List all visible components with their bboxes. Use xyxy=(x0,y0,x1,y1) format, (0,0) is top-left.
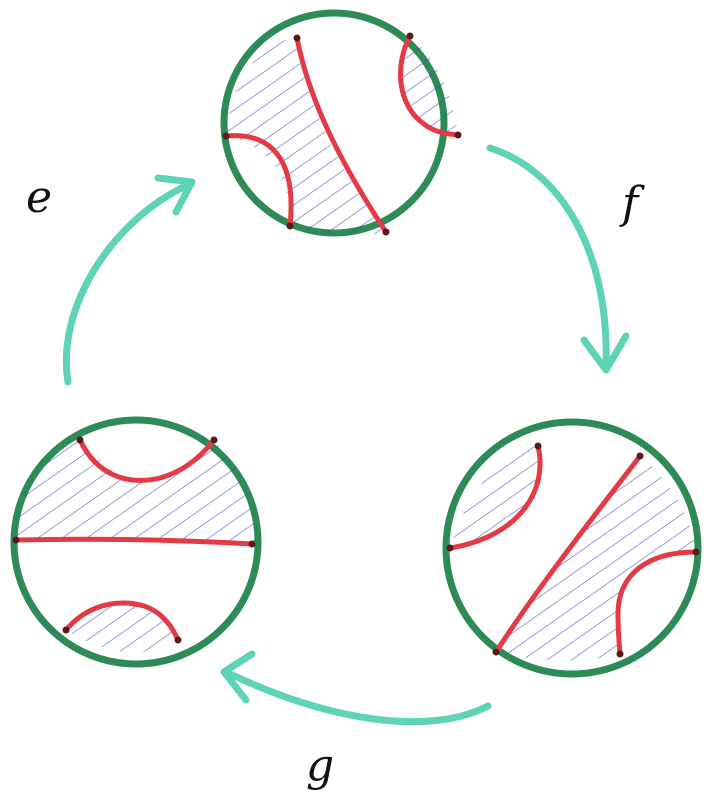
top-disk-endpoint xyxy=(455,132,462,139)
right-disk-endpoint xyxy=(447,545,454,552)
right-disk-endpoint xyxy=(693,549,700,556)
left-disk-endpoint xyxy=(211,437,218,444)
left-disk-endpoint xyxy=(13,537,20,544)
top-disk-endpoint xyxy=(287,223,294,230)
arrow-e xyxy=(66,178,192,382)
left-disk-endpoint xyxy=(63,627,70,634)
right-disk xyxy=(446,422,700,674)
top-disk-endpoint xyxy=(223,133,230,140)
left-disk-endpoint xyxy=(77,437,84,444)
left-disk-endpoint xyxy=(175,637,182,644)
arrow-e-shaft xyxy=(66,184,190,382)
left-disk xyxy=(13,420,259,664)
arrow-g xyxy=(224,654,488,722)
top-disk-endpoint xyxy=(294,35,301,42)
right-disk-endpoint xyxy=(617,651,624,658)
label-e: e xyxy=(26,172,52,223)
right-disk-endpoint xyxy=(637,453,644,460)
top-disk-endpoint xyxy=(407,33,414,40)
arrow-g-shaft xyxy=(226,672,488,722)
label-f: f xyxy=(619,178,645,229)
top-disk-endpoint xyxy=(383,229,390,236)
label-g: g xyxy=(306,740,334,791)
top-disk xyxy=(223,13,462,236)
arrow-f-shaft xyxy=(490,148,606,368)
right-disk-endpoint xyxy=(535,443,542,450)
arrow-f xyxy=(490,148,626,370)
left-disk-endpoint xyxy=(249,541,256,548)
right-disk-endpoint xyxy=(493,649,500,656)
